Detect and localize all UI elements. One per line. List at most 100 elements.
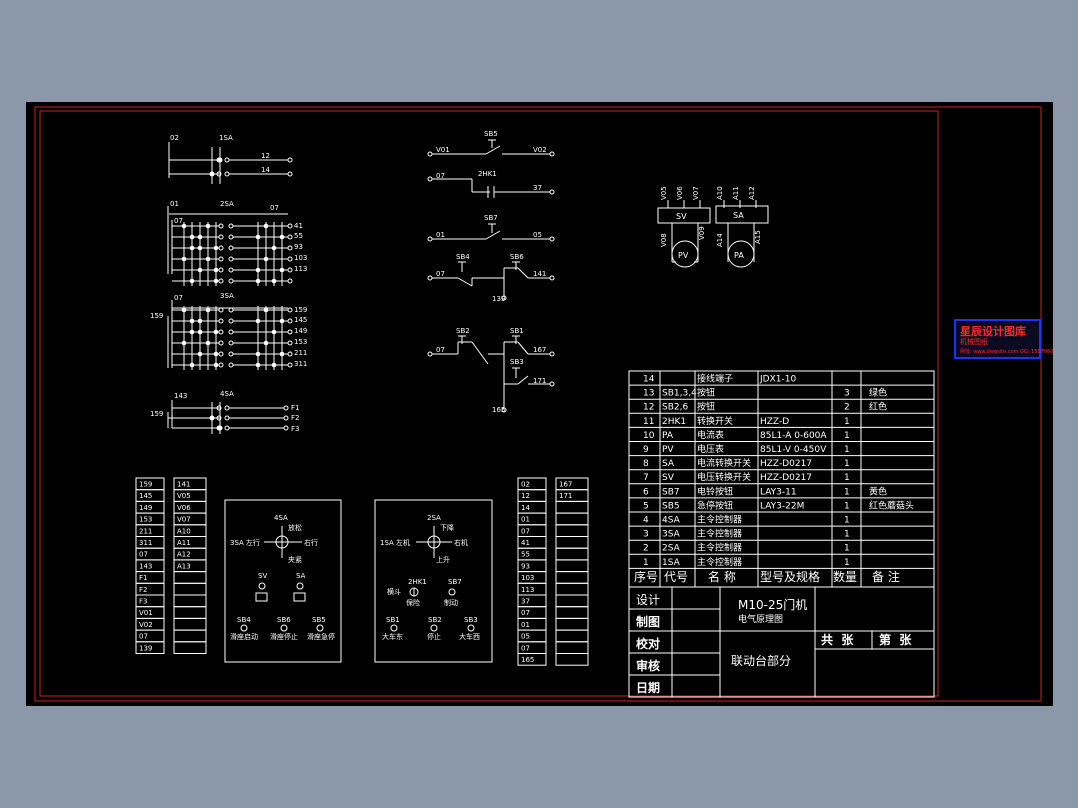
- bom-name: 电压转换开关: [697, 471, 751, 483]
- bom-name: 电铃按钮: [697, 485, 733, 497]
- terminal-label: 07: [521, 644, 530, 652]
- node-label: A12: [748, 186, 756, 200]
- node-label: 167: [533, 346, 546, 354]
- button-label: 大车西: [459, 632, 480, 641]
- action-label: 制动: [444, 598, 458, 607]
- switch-label: 1SA: [380, 539, 394, 547]
- node-label: 07: [436, 346, 445, 354]
- bom-no: 11: [643, 417, 654, 427]
- bom-code: 2SA: [662, 544, 681, 554]
- terminal-label: 37: [521, 598, 530, 606]
- terminal-label: A13: [177, 562, 191, 570]
- node-label: F3: [291, 425, 299, 433]
- bom-name: 按钮: [697, 387, 715, 399]
- switch-label: 2SA: [220, 200, 234, 208]
- button-label: 滑座急停: [307, 632, 335, 641]
- bom-qty: 2: [844, 403, 850, 413]
- terminal-label: 07: [139, 551, 148, 559]
- action-label: 保险: [406, 598, 420, 607]
- switch-label: SA: [733, 211, 744, 220]
- action-label: 横斗: [387, 587, 401, 596]
- node-label: 07: [436, 172, 445, 180]
- button-code: SB7: [448, 578, 462, 586]
- node-label: 159: [150, 312, 163, 320]
- terminal-label: 311: [139, 539, 152, 547]
- bom-code: SB7: [662, 487, 680, 497]
- terminal-label: F3: [139, 598, 147, 606]
- node-label: A10: [716, 186, 724, 200]
- terminal-label: 12: [521, 492, 530, 500]
- bom-spec: 85L1-A 0-600A: [760, 431, 827, 441]
- controller-1sa: 02 1SA 12 14: [168, 134, 293, 184]
- node-label: V08: [660, 233, 668, 247]
- button-label: 滑座停止: [270, 632, 298, 641]
- button-label: 滑座启动: [230, 632, 258, 641]
- switch-label: SV: [258, 572, 267, 580]
- node-label: A15: [754, 230, 762, 244]
- bom-spec: HZZ-D0217: [760, 459, 812, 469]
- action-label: 放松: [288, 523, 302, 532]
- node-label: 01: [436, 231, 445, 239]
- controller-2sa: 01 2SA 07 07 41 55 93 103 113: [167, 200, 307, 286]
- terminal-label: 113: [521, 586, 534, 594]
- voltmeter-circuit: V05 V06 V07 SV PV V08 V09: [657, 186, 711, 268]
- node-label: 149: [294, 327, 307, 335]
- node-label: 05: [533, 231, 542, 239]
- bom-spec: LAY3-11: [760, 487, 797, 497]
- node-label: F1: [291, 404, 299, 412]
- part-name: 联动台部分: [731, 653, 791, 668]
- terminal-label: 143: [139, 562, 152, 570]
- terminal-label: 05: [521, 633, 530, 641]
- title-label: 日期: [636, 680, 660, 695]
- watermark-title: 星辰设计图库: [960, 325, 1026, 338]
- bom-header: 序号: [634, 569, 658, 584]
- switch-label: SA: [296, 572, 306, 580]
- bom-qty: 1: [844, 487, 850, 497]
- node-label: A11: [732, 186, 740, 200]
- bom-no: 3: [643, 530, 649, 540]
- node-label: 41: [294, 222, 303, 230]
- total-sheets: 共 张: [821, 632, 854, 647]
- bom-name: 主令控制器: [697, 514, 742, 526]
- drawing-subtitle: 电气原理图: [738, 613, 783, 625]
- node-label: 07: [174, 294, 183, 302]
- circuit-sb4-sb6: SB4 SB6 07 141 139: [427, 253, 555, 303]
- terminal-label: 41: [521, 539, 530, 547]
- action-label: 夹紧: [288, 555, 302, 564]
- switch-label: 4SA: [220, 390, 234, 398]
- node-label: 55: [294, 232, 303, 240]
- circuit-2hk1: 07 2HK1 37: [427, 170, 555, 198]
- action-label: 右机: [454, 538, 468, 547]
- node-label: 141: [533, 270, 546, 278]
- bom-note: 红色: [869, 401, 887, 413]
- bom-no: 5: [643, 501, 649, 511]
- bom-name: 电流转换开关: [697, 457, 751, 469]
- title-label: 设计: [636, 593, 660, 607]
- terminal-label: 01: [521, 516, 530, 524]
- bom-header: 名 称: [708, 569, 736, 584]
- drawing-sheet: 02 1SA 12 14 01 2SA 07 07 41 55 93 103 1…: [26, 102, 1053, 706]
- node-label: 37: [533, 184, 542, 192]
- terminal-label: 55: [521, 551, 530, 559]
- terminal-label: 07: [521, 609, 530, 617]
- node-label: 07: [174, 217, 183, 225]
- terminal-label: 141: [177, 481, 190, 489]
- terminal-label: 153: [139, 516, 152, 524]
- bom-no: 2: [643, 544, 649, 554]
- ammeter-circuit: A10 A11 A12 SA PA A14 A15: [715, 186, 769, 268]
- inner-border: [39, 110, 939, 697]
- bom-code: 2HK1: [662, 417, 686, 427]
- switch-label: 1SA: [219, 134, 233, 142]
- node-label: 145: [294, 316, 307, 324]
- node-label: 02: [170, 134, 179, 142]
- bom-note: 黄色: [869, 485, 887, 497]
- watermark-logo: 星辰设计图库 机械图纸 网址: www.dwgsite.com QQ: 1507…: [954, 319, 1053, 359]
- node-label: V06: [676, 186, 684, 200]
- meter-label: PA: [734, 251, 744, 260]
- bom-spec: 85L1-V 0-450V: [760, 445, 827, 455]
- node-label: A14: [716, 233, 724, 247]
